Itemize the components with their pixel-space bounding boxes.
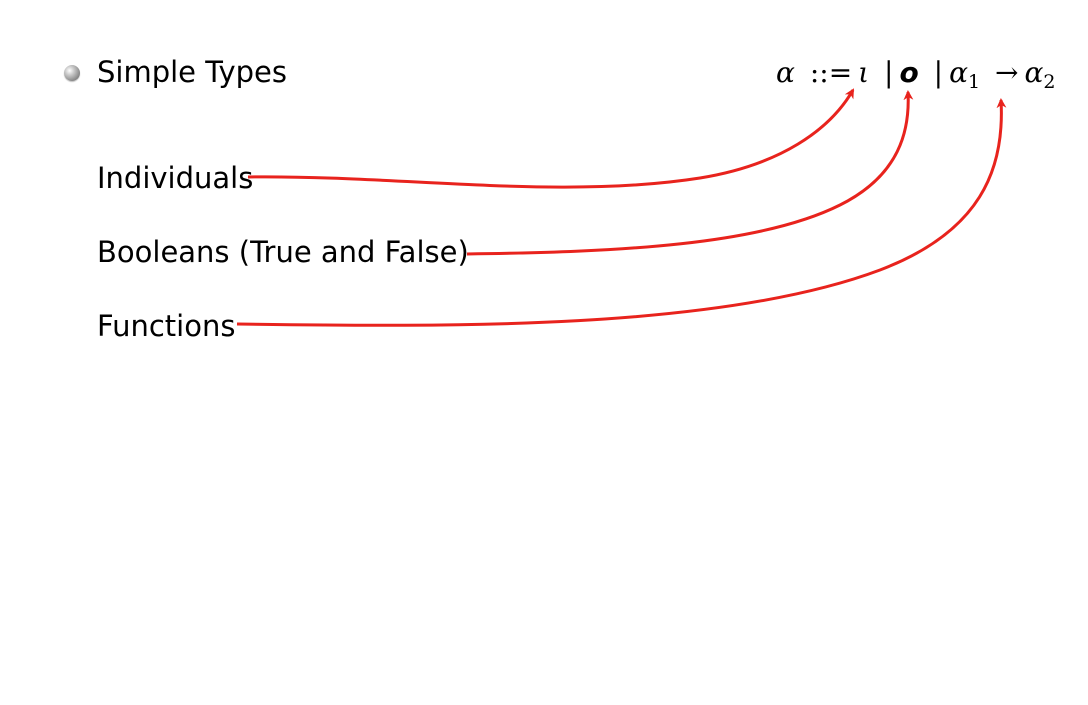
formula-function-arrow: → bbox=[995, 56, 1019, 89]
formula-subscript-2: 2 bbox=[1043, 71, 1056, 93]
arrow-booleans-to-omicron bbox=[466, 90, 914, 256]
formula-alpha-2: α bbox=[1024, 56, 1044, 89]
formula-bar-2: | bbox=[933, 56, 944, 89]
formula-omicron: o bbox=[899, 56, 919, 89]
formula-alpha-lhs: α bbox=[776, 56, 795, 89]
label-booleans: Booleans (True and False) bbox=[97, 235, 469, 269]
formula-subscript-1: 1 bbox=[968, 71, 981, 93]
arrow-individuals-to-iota bbox=[247, 88, 855, 189]
formula-defines: ::= bbox=[809, 56, 853, 89]
sphere-bullet-icon bbox=[64, 65, 80, 81]
label-functions: Functions bbox=[97, 309, 236, 343]
type-grammar-formula: α ::=ι |o |α1 →α2 bbox=[776, 53, 1055, 102]
heading-simple-types: Simple Types bbox=[97, 55, 287, 89]
label-individuals: Individuals bbox=[97, 161, 254, 195]
arrow-functions-to-function-type bbox=[236, 98, 1007, 327]
formula-iota: ι bbox=[858, 56, 870, 89]
formula-bar-1: | bbox=[884, 56, 894, 89]
formula-alpha-1: α bbox=[949, 56, 968, 89]
